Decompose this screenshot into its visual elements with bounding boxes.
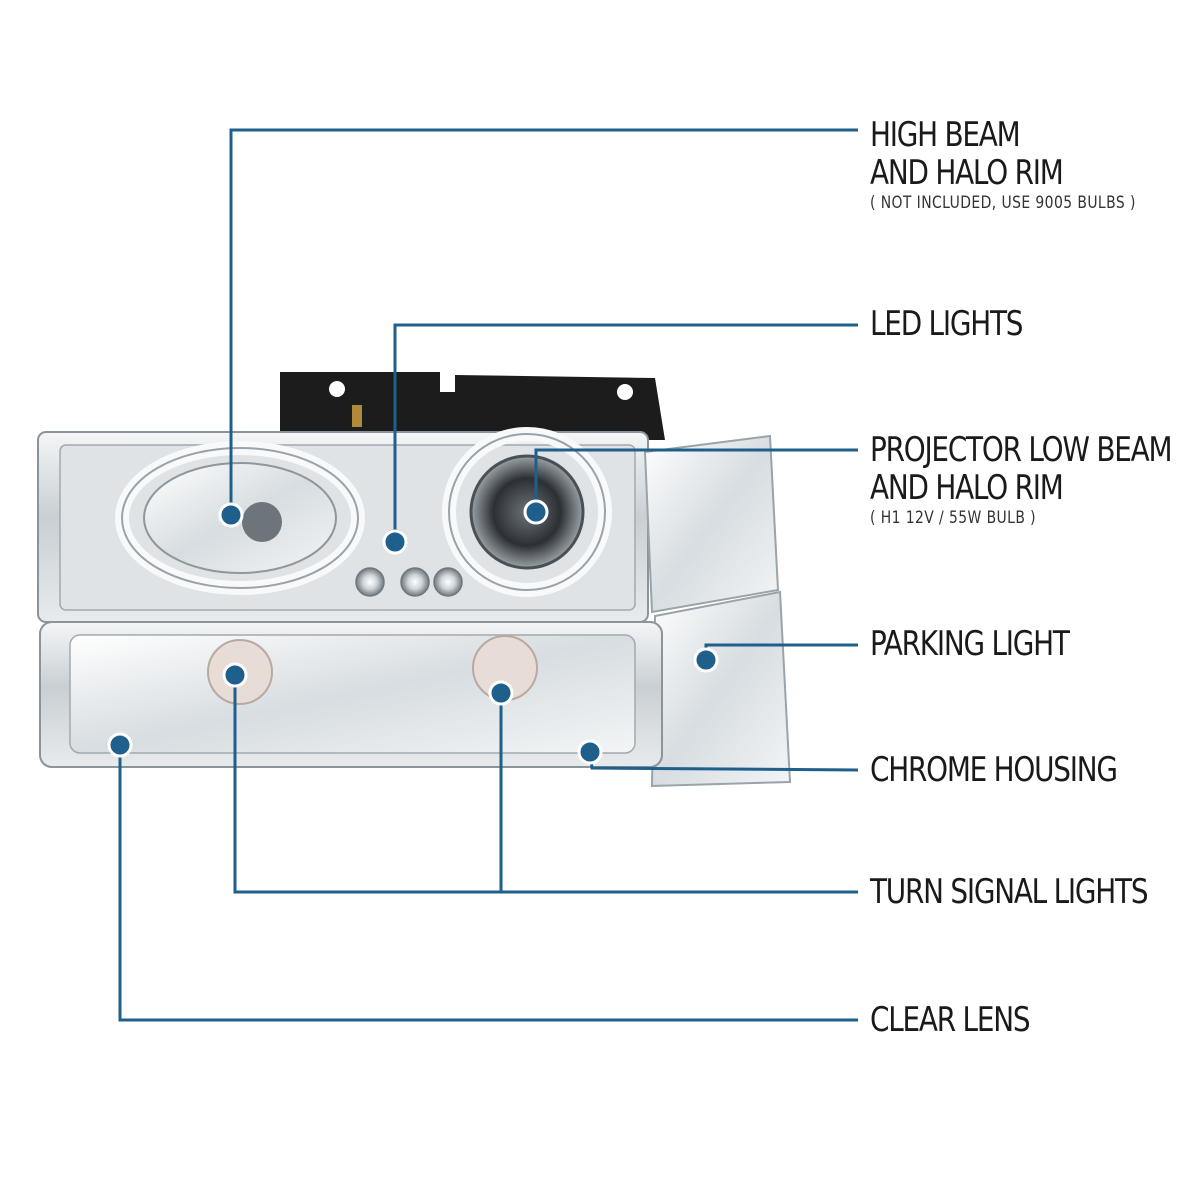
leader-lines — [118, 128, 859, 1022]
bracket-hole-right — [617, 384, 633, 400]
led-light-4 — [433, 567, 463, 597]
leader-clear-lens — [118, 745, 858, 1022]
dot-projector — [523, 499, 549, 525]
label-parking: PARKING LIGHT — [870, 625, 1112, 663]
dot-turn-signal-right — [488, 680, 514, 706]
label-chrome-line-1: CHROME HOUSING — [870, 750, 1118, 790]
bracket-bolt — [352, 405, 362, 427]
mounting-bracket — [280, 372, 665, 440]
leader-high-beam — [229, 128, 858, 515]
corner-lamp-upper — [643, 434, 780, 614]
label-projector-line-1: PROJECTOR LOW BEAM — [870, 430, 1173, 470]
corner-lamp-lower — [650, 590, 792, 788]
label-clear-lens-line-1: CLEAR LENS — [870, 1000, 1031, 1040]
label-high-beam-line-2: AND HALO RIM — [870, 153, 1064, 193]
corner-lamp — [643, 434, 792, 788]
dot-parking — [693, 647, 719, 673]
label-high-beam-note: ( NOT INCLUDED, USE 9005 BULBS ) — [870, 193, 1136, 213]
bracket-hole-left — [329, 381, 345, 397]
lower-park-bar — [39, 621, 663, 768]
label-turn-signal: TURN SIGNAL LIGHTS — [870, 873, 1200, 911]
bracket-plate — [280, 372, 665, 440]
label-high-beam-line-1: HIGH BEAM — [870, 115, 1021, 155]
label-projector-note: ( H1 12V / 55W BULB ) — [870, 508, 1037, 528]
dot-chrome — [577, 739, 603, 765]
leader-led-lights — [393, 323, 858, 542]
label-projector-line-2: AND HALO RIM — [870, 468, 1064, 508]
label-projector: PROJECTOR LOW BEAM AND HALO RIM ( H1 12V… — [870, 431, 1200, 529]
label-parking-line-1: PARKING LIGHT — [870, 624, 1070, 664]
dot-high-beam — [218, 502, 244, 528]
label-clear-lens: CLEAR LENS — [870, 1001, 1064, 1039]
high-beam-bulb-socket — [242, 502, 282, 542]
led-light-3 — [355, 567, 385, 597]
label-high-beam: HIGH BEAM AND HALO RIM ( NOT INCLUDED, U… — [870, 116, 1194, 214]
label-turn-signal-line-1: TURN SIGNAL LIGHTS — [870, 872, 1149, 912]
label-chrome: CHROME HOUSING — [870, 751, 1171, 789]
label-led-lights-line-1: LED LIGHTS — [870, 304, 1023, 344]
leader-projector — [534, 448, 858, 512]
projector-halo-ring-edge — [448, 433, 606, 591]
label-led-lights: LED LIGHTS — [870, 305, 1056, 343]
high-beam-halo-ring-edge — [121, 447, 359, 589]
dot-clear-lens — [107, 732, 133, 758]
leader-turn-signal-left — [233, 675, 858, 894]
clear-lens-panel — [69, 634, 636, 754]
callout-dots — [107, 499, 719, 765]
dot-turn-signal-left — [222, 662, 248, 688]
dot-led-lights — [382, 529, 408, 555]
led-light-2 — [400, 567, 430, 597]
upper-headlamp — [37, 427, 649, 623]
